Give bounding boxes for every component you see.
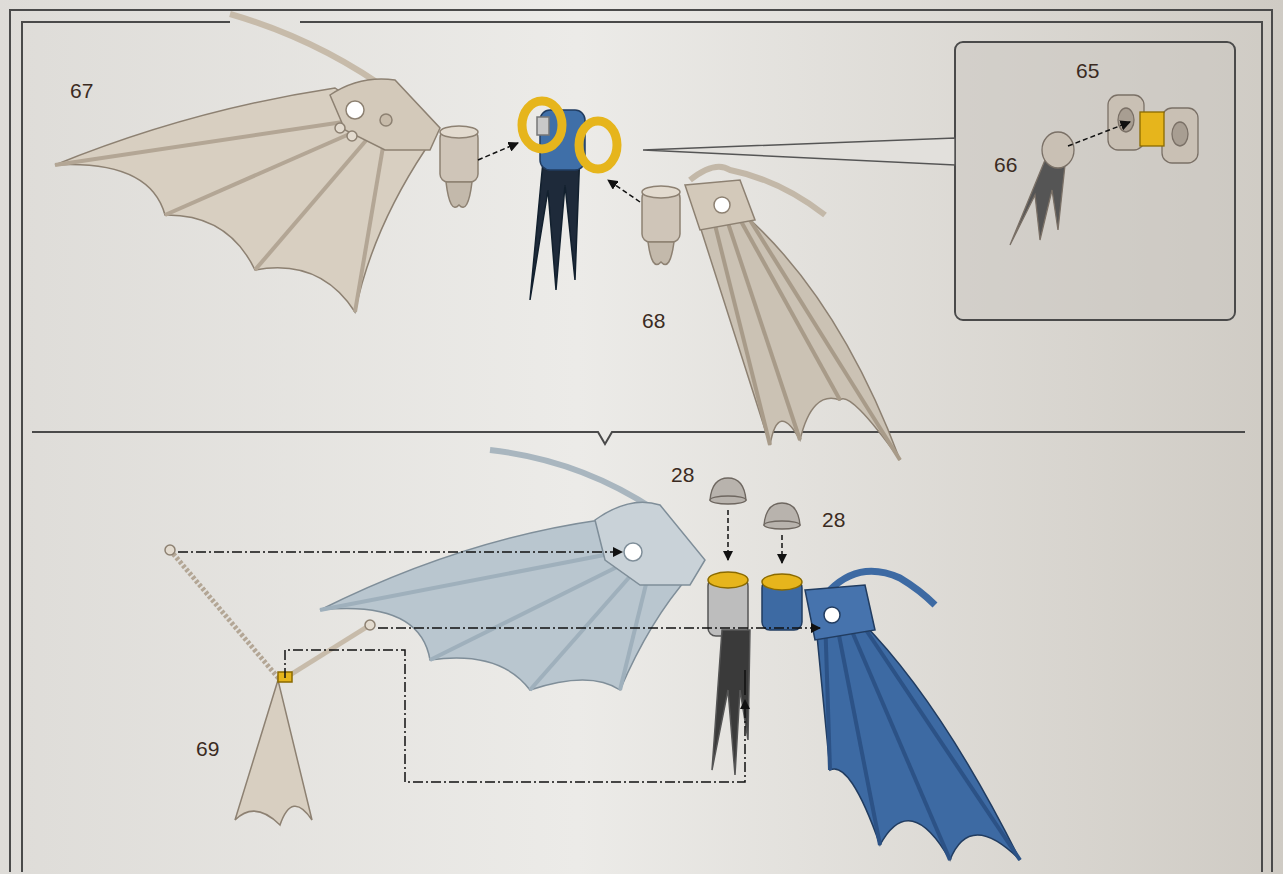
callout-number: 28 <box>671 464 694 485</box>
inset-parts <box>1010 95 1198 245</box>
callout-number: 28 <box>822 509 845 530</box>
wing-part <box>762 571 1020 860</box>
panel-frames <box>10 10 1272 872</box>
assembly-guide <box>178 552 820 782</box>
callout-number: 68 <box>642 310 665 331</box>
callout-number: 67 <box>70 80 93 101</box>
callout-number: 66 <box>994 154 1017 175</box>
wing-part <box>642 167 900 460</box>
callout-number: 65 <box>1076 60 1099 81</box>
callout-number: 69 <box>196 738 219 759</box>
joint-part <box>708 572 750 775</box>
wing-part <box>55 14 478 312</box>
rod-part <box>165 545 375 825</box>
joint-part <box>522 101 617 300</box>
direction-arrow <box>478 122 1130 563</box>
cap-part <box>710 478 800 529</box>
wing-part <box>320 450 705 690</box>
callout-wedge <box>643 138 955 165</box>
